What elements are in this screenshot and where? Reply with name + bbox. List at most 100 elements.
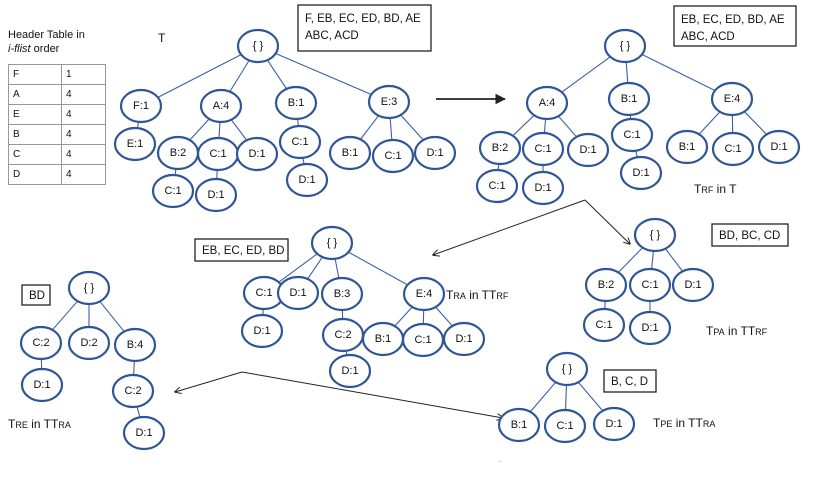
tree-node: E:3 xyxy=(367,84,411,120)
tree-caption-tre: TRE in TTRA xyxy=(8,417,71,431)
edges-layer xyxy=(40,51,769,418)
caption-part: RF xyxy=(496,291,508,301)
tree-node-label: B:1 xyxy=(288,97,305,109)
caption-part: in T xyxy=(466,288,490,302)
tree-node-circle xyxy=(619,155,663,191)
tree-node: D:1 xyxy=(20,367,64,403)
arrows-layer xyxy=(175,93,630,418)
tree-node-circle xyxy=(194,177,238,213)
tree-node: C:1 xyxy=(371,138,415,174)
tree-node: { } xyxy=(603,28,647,64)
tree-node-circle xyxy=(122,415,166,451)
tree-node: A:4 xyxy=(199,88,243,124)
tree-node-label: B:3 xyxy=(334,288,351,300)
tree-edge xyxy=(616,246,645,274)
tree-node-label: D:1 xyxy=(426,147,443,159)
tree-node-label: C:1 xyxy=(623,129,640,141)
tree-edge xyxy=(576,380,605,413)
tree-node-label: C:1 xyxy=(556,420,573,432)
tree-node-label: D:1 xyxy=(579,144,596,156)
header-title-rest: order xyxy=(30,43,60,55)
itemset-box-border xyxy=(673,5,797,47)
tree-edge xyxy=(98,300,126,333)
tree-node-circle xyxy=(113,327,157,363)
tree-node-label: B:2 xyxy=(170,147,187,159)
tree-node-label: C:2 xyxy=(334,329,351,341)
caption-part: T xyxy=(748,324,756,338)
itemset-box-tpe: B, C, D xyxy=(603,369,657,393)
tree-node-label: D:1 xyxy=(455,333,472,345)
itemset-box-tpa: BD, BC, CD xyxy=(711,223,789,247)
tree-node-label: C:1 xyxy=(595,319,612,331)
tree-edge xyxy=(557,114,578,139)
arrow-TRF-to-TPA xyxy=(584,199,630,244)
tree-node-circle xyxy=(20,367,64,403)
tree-node: C:1 xyxy=(582,307,626,343)
tree-edge xyxy=(272,51,375,97)
header-count-cell: 4 xyxy=(61,124,106,145)
caption-part: PA xyxy=(713,327,724,337)
tree-node-circle xyxy=(310,225,354,261)
tree-node-circle xyxy=(582,307,626,343)
tree-node-label: B:1 xyxy=(621,93,638,105)
tree-caption-tra: TRA in TTRF xyxy=(446,288,509,302)
tree-node: B:1 xyxy=(328,135,372,171)
tree-node-label: C:2 xyxy=(124,385,141,397)
tree-node-label: { } xyxy=(562,363,573,375)
tree-edge xyxy=(565,384,567,411)
tree-node-circle xyxy=(566,132,610,168)
tree-node-label: F:1 xyxy=(133,100,149,112)
tree-node-label: B:4 xyxy=(127,339,144,351)
tree-node: D:1 xyxy=(619,155,663,191)
tree-edge xyxy=(276,252,320,284)
itemset-box-border xyxy=(21,284,51,306)
tree-node: D:2 xyxy=(67,325,111,361)
caption-part: T xyxy=(489,288,497,302)
tree-edge xyxy=(664,247,684,273)
tree-node-circle xyxy=(628,310,672,346)
tree-edge xyxy=(188,117,211,142)
tree-node-circle xyxy=(276,275,320,311)
tree-edge xyxy=(133,360,135,376)
tree-node-label: D:1 xyxy=(289,287,306,299)
itemset-box-tre: BD xyxy=(21,284,51,306)
caption-part: in T xyxy=(672,416,696,430)
tree-node: D:1 xyxy=(276,275,320,311)
tree-node: D:1 xyxy=(671,267,715,303)
caption-part: RF xyxy=(701,185,713,195)
tree-node: { } xyxy=(545,351,589,387)
tree-caption-tpa: TPA in TTRF xyxy=(706,324,768,338)
tree-node-label: B:1 xyxy=(679,141,696,153)
caption-part: T xyxy=(706,324,714,338)
tree-node: C:1 xyxy=(196,136,240,172)
tree-node: { } xyxy=(310,225,354,261)
tree-node-circle xyxy=(592,406,636,442)
tree-node-circle xyxy=(478,130,522,166)
tree-node-circle xyxy=(111,373,155,409)
tree-node: { } xyxy=(236,28,280,64)
itemset-box-border xyxy=(711,223,789,247)
tree-node-label: { } xyxy=(650,229,661,241)
tree-edge xyxy=(559,54,613,95)
tree-node-label: B:1 xyxy=(342,147,359,159)
tree-node-circle xyxy=(603,28,647,64)
itemset-box-border xyxy=(194,238,289,262)
tree-node-circle xyxy=(240,313,284,349)
tree-node-label: C:1 xyxy=(534,143,551,155)
tree-edge xyxy=(297,118,299,127)
tree-edge xyxy=(393,305,414,328)
tree-edge xyxy=(228,59,251,93)
tree-node-label: C:1 xyxy=(488,180,505,192)
tree-node: E:1 xyxy=(113,126,157,162)
tree-node-label: E:4 xyxy=(724,93,741,105)
caption-part: RA xyxy=(453,291,466,301)
header-count-cell: 4 xyxy=(61,164,106,185)
tree-edge xyxy=(218,121,221,139)
tree-node: D:1 xyxy=(442,321,486,357)
tree-node: B:2 xyxy=(584,267,628,303)
